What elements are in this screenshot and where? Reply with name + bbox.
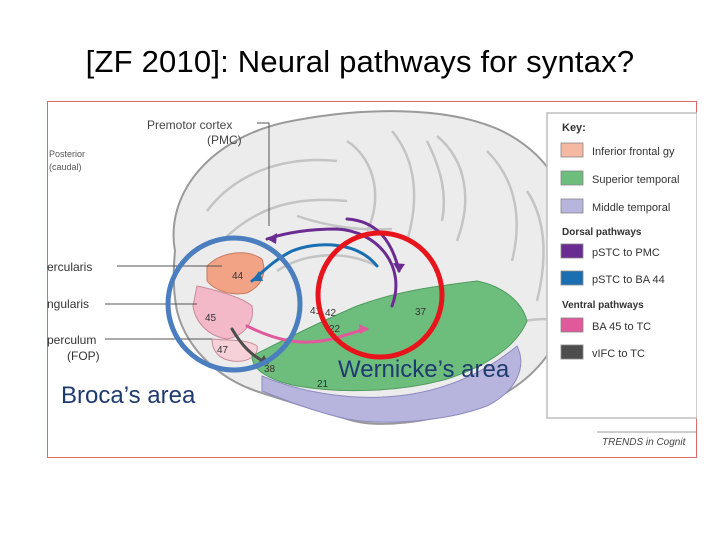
region-middle-temporal xyxy=(261,345,522,423)
key-swatch-pstc-ba44 xyxy=(560,270,584,286)
arrowhead-purple-down xyxy=(393,263,405,273)
ba-47-label: 47 xyxy=(217,345,229,356)
key-label-mtg: Middle temporal xyxy=(592,202,670,214)
source-credit: TRENDS in Cognit xyxy=(602,437,687,448)
key-label-stg: Superior temporal xyxy=(592,174,679,186)
key-swatch-pstc-pmc xyxy=(560,243,584,259)
ba-21-label: 21 xyxy=(317,379,329,390)
key-label-ba45-tc: BA 45 to TC xyxy=(592,321,651,333)
broca-circle xyxy=(165,235,303,373)
gyri-texture xyxy=(206,130,558,333)
ba-44-label: 44 xyxy=(232,271,244,282)
arrowhead-tc xyxy=(359,324,369,334)
label-triangularis: ngularis xyxy=(47,297,89,311)
key-box xyxy=(546,112,697,419)
wernicke-area-label: Wernicke’s area xyxy=(338,356,510,383)
orientation-posterior: Posterior xyxy=(49,149,85,159)
key-title: Key: xyxy=(562,122,586,134)
ba-37-label: 37 xyxy=(415,307,427,318)
key-label-pstc-pmc: pSTC to PMC xyxy=(592,247,660,259)
pathway-pstc-ba44 xyxy=(250,243,379,283)
label-fop: (FOP) xyxy=(67,349,100,363)
pmc-leader-line xyxy=(257,122,270,226)
pmc-label-line1: Premotor cortex xyxy=(147,118,232,132)
brain-figure: 44 45 47 38 21 41 42 22 37 Posterior (ca… xyxy=(47,101,697,458)
label-operculum: perculum xyxy=(47,333,96,347)
label-opercularis: ercularis xyxy=(47,260,92,274)
key-dorsal-title: Dorsal pathways xyxy=(562,227,642,238)
key-swatch-stg xyxy=(560,170,584,186)
arrowhead-pmc xyxy=(267,233,277,244)
key-panel: Key: Inferior frontal gy Superior tempor… xyxy=(546,112,697,419)
arrowhead-ba44 xyxy=(252,271,263,281)
slide-title: [ZF 2010]: Neural pathways for syntax? xyxy=(85,44,635,79)
broca-area-label: Broca’s area xyxy=(61,382,196,409)
key-swatch-ba45-tc xyxy=(560,317,584,333)
brain-diagram: 44 45 47 38 21 41 42 22 37 Posterior (ca… xyxy=(47,101,697,458)
ba-38-label: 38 xyxy=(264,364,276,375)
key-label-ifg: Inferior frontal gy xyxy=(592,146,675,158)
key-swatch-ifg xyxy=(560,142,584,158)
pathway-pstc-pmc xyxy=(265,227,398,308)
wernicke-circle xyxy=(315,230,445,360)
ba-41-label: 41 xyxy=(310,306,322,317)
region-superior-temporal xyxy=(251,280,528,392)
orientation-caudal: (caudal) xyxy=(49,162,82,172)
key-ventral-title: Ventral pathways xyxy=(562,300,644,311)
pathway-ba45-tc xyxy=(245,324,369,344)
key-swatch-mtg xyxy=(560,198,584,214)
pmc-label-line2: (PMC) xyxy=(207,133,242,147)
key-swatch-vifc-tc xyxy=(560,344,584,360)
ba-42-label: 42 xyxy=(325,308,337,319)
key-label-pstc-ba44: pSTC to BA 44 xyxy=(592,274,665,286)
ba-45-label: 45 xyxy=(205,313,217,324)
key-label-vifc-tc: vIFC to TC xyxy=(592,348,645,360)
region-ba45 xyxy=(192,285,254,340)
ba-22-label: 22 xyxy=(329,324,341,335)
arrowheads xyxy=(252,233,405,364)
